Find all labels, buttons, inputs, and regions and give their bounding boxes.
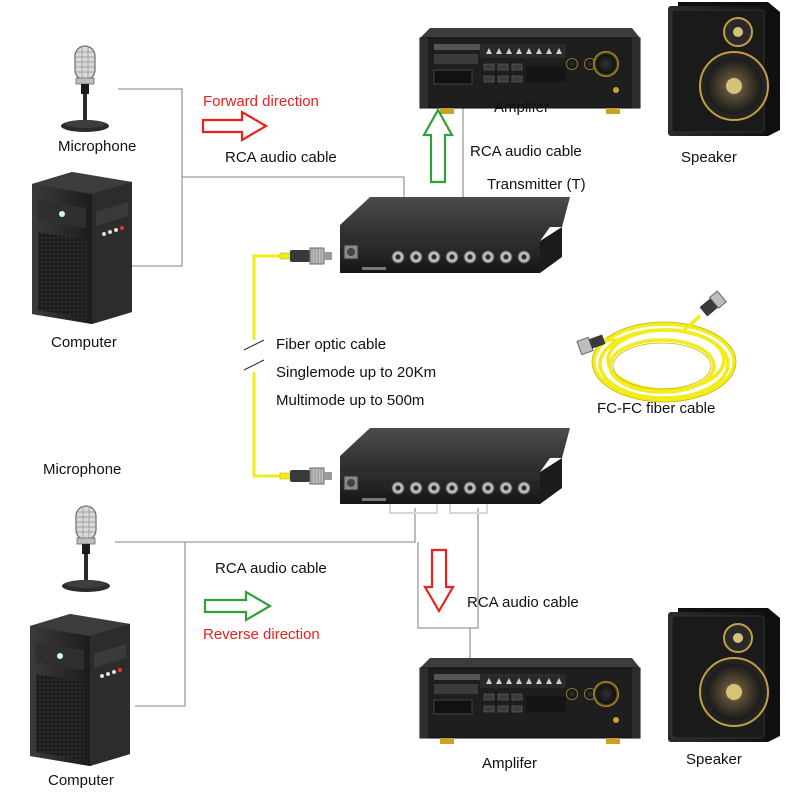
microphone-icon [60,45,110,133]
forward-arrow-icon [201,110,269,142]
amplifier-label-top: Amplifer [494,99,550,116]
forward-direction-label: Forward direction [203,93,319,110]
fc-connector-icon [279,247,333,265]
rca-bracket-bottom [389,498,488,514]
fiber-label-line2: Singlemode up to 20Km [276,364,437,381]
rca-cable-label-bottom-left: RCA audio cable [215,560,327,577]
media-converter-icon [339,427,571,505]
media-converter-icon [339,196,571,274]
computer-label-bottom: Computer [48,772,114,789]
fc-fc-cable-label: FC-FC fiber cable [597,400,716,417]
microphone-label-top: Microphone [58,138,137,155]
rca-cable-label-top-left: RCA audio cable [225,149,337,166]
microphone-label-bottom: Microphone [43,461,122,478]
reverse-arrow-icon [203,590,273,622]
fiber-coil-icon [576,290,737,403]
computer-label-top: Computer [51,334,117,351]
amplifier-icon [419,657,641,745]
rca-cables [115,88,479,707]
fiber-label-line3: Multimode up to 500m [276,392,425,409]
speaker-label-top: Speaker [681,149,737,166]
fiber-break-mark [243,339,265,371]
rca-cable-label-bottom-right: RCA audio cable [467,594,579,611]
fiber-optic-cable [252,254,287,478]
speaker-label-bottom: Speaker [686,751,742,768]
computer-tower-icon [30,614,130,766]
fiber-label-line1: Fiber optic cable [276,336,387,353]
rca-cable-label-top-right: RCA audio cable [470,143,582,160]
speaker-icon [667,607,781,743]
reverse-direction-label: Reverse direction [203,626,320,643]
up-arrow-icon [422,107,454,184]
amplifier-label-bottom: Amplifer [482,755,538,772]
speaker-icon [667,1,781,137]
fc-connector-icon [279,467,333,485]
transmitter-label: Transmitter (T) [487,176,586,193]
microphone-icon [61,505,111,593]
computer-tower-icon [32,172,132,324]
down-arrow-icon [423,548,455,614]
